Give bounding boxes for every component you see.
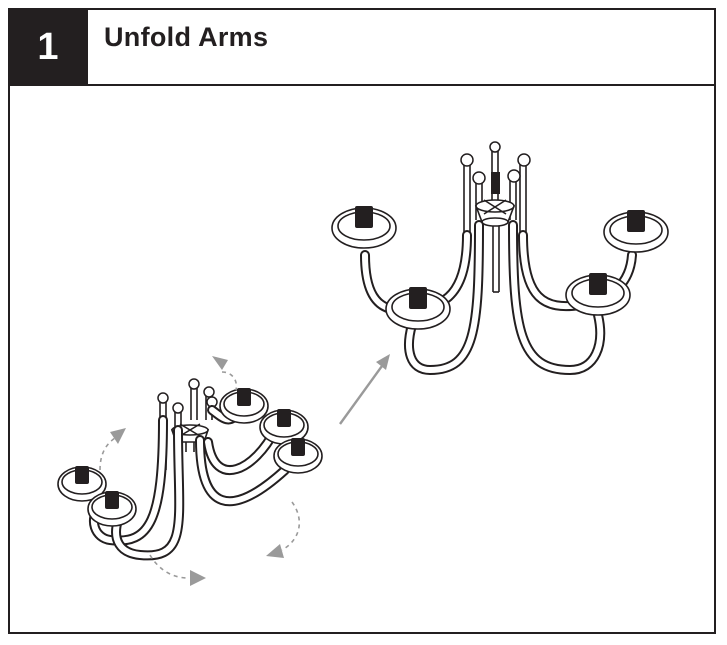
unfolded-cup-right-front: [565, 273, 631, 316]
step-number-badge: 1: [8, 8, 88, 86]
rotate-arrow-top: [212, 356, 238, 391]
folded-arms: [88, 405, 290, 561]
unfolded-hub: [474, 199, 516, 227]
folded-cup-4: [259, 409, 309, 445]
unfolded-cup-left-front: [385, 287, 451, 330]
rotate-arrow-right: [266, 501, 301, 558]
rotate-arrow-bottom: [149, 554, 206, 586]
folded-chandelier: [57, 378, 323, 561]
unfolded-cup-left-back: [331, 206, 397, 249]
rotate-arrow-left: [99, 428, 126, 471]
transition-arrow: [339, 354, 390, 425]
folded-cup-1: [57, 466, 107, 502]
rotation-arrows: [99, 356, 301, 586]
unfolded-cup-right-back: [603, 210, 669, 253]
step-title: Unfold Arms: [104, 22, 269, 52]
folded-cup-5: [273, 438, 323, 474]
unfolded-chandelier: [331, 141, 669, 376]
folded-cup-2: [87, 491, 137, 527]
folded-cup-3: [219, 388, 269, 424]
unfolded-stems: [460, 153, 531, 240]
header-divider: [88, 84, 716, 86]
